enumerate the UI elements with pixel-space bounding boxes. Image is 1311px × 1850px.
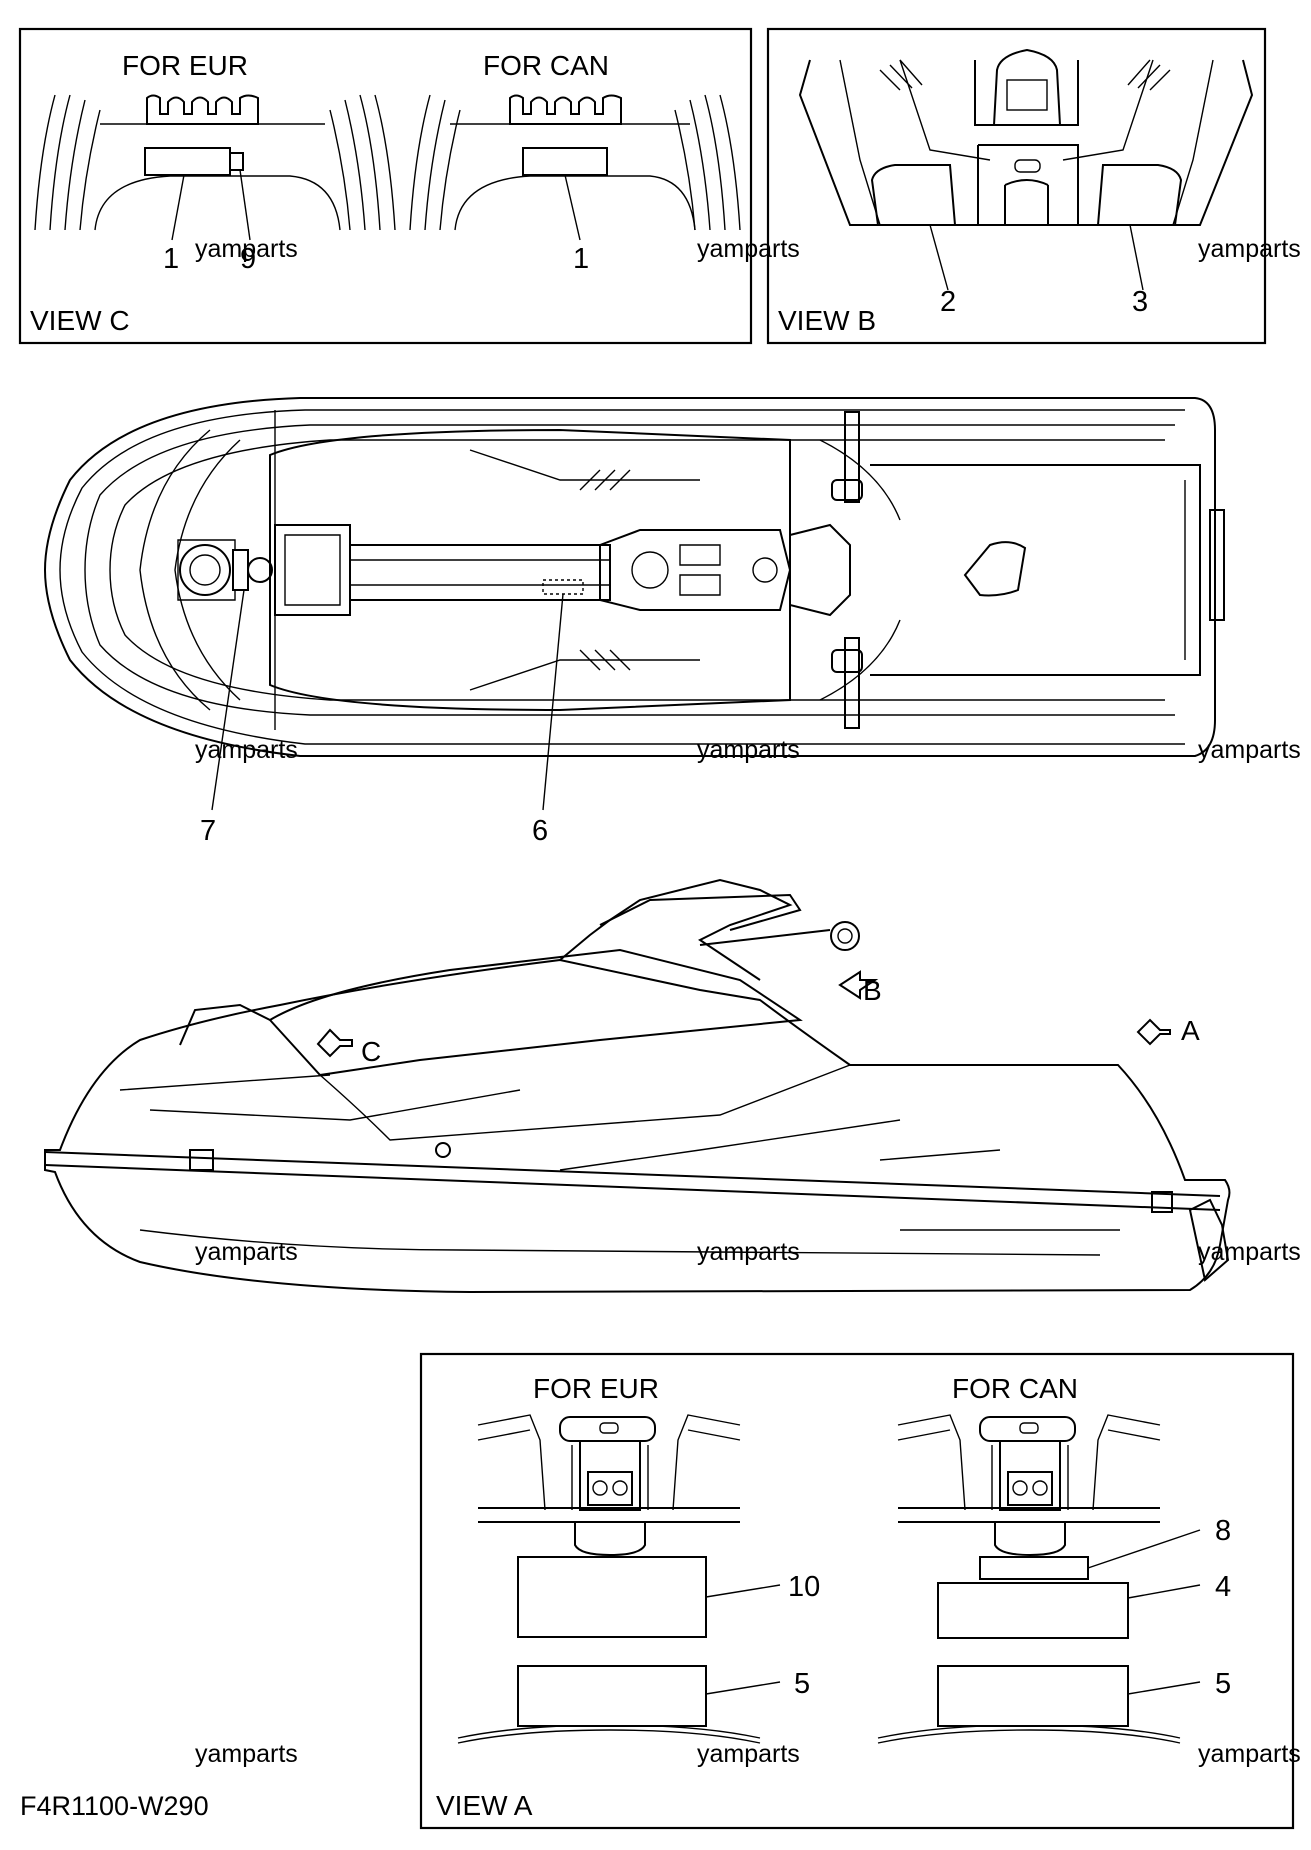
watermark: yamparts xyxy=(697,235,800,263)
view-a-can-label-5 xyxy=(937,1665,1129,1727)
watermark: yamparts xyxy=(195,1238,298,1266)
view-a-heading-can: FOR CAN xyxy=(952,1373,1078,1404)
watermark: yamparts xyxy=(697,1740,800,1768)
top-view xyxy=(43,397,1225,811)
view-b-label-2 xyxy=(870,164,957,226)
view-a-panel: FOR EUR FOR CAN xyxy=(419,1352,1295,1830)
callout-9: 9 xyxy=(240,243,256,275)
view-a-eur-drawing xyxy=(457,1414,781,1744)
view-a-can-drawing xyxy=(877,1414,1201,1744)
view-b-panel: 2 3 VIEW B xyxy=(766,27,1267,345)
top-view-label-6 xyxy=(542,579,584,595)
view-a-title: VIEW A xyxy=(436,1790,533,1821)
watermark: yamparts xyxy=(195,235,298,263)
view-c-panel: FOR EUR FOR CAN xyxy=(18,27,753,345)
view-b-label-3 xyxy=(1096,164,1183,226)
callout-2: 2 xyxy=(940,286,956,318)
callout-6: 6 xyxy=(532,815,548,847)
watermark: yamparts xyxy=(1198,1238,1301,1266)
diagram-code: F4R1100-W290 xyxy=(20,1791,209,1821)
view-a-can-label-4 xyxy=(937,1582,1129,1639)
view-b-title: VIEW B xyxy=(778,305,876,336)
watermark: yamparts xyxy=(697,1238,800,1266)
callout-5-eur: 5 xyxy=(794,1668,810,1700)
callout-8: 8 xyxy=(1215,1515,1231,1547)
view-b-drawing xyxy=(798,48,1254,291)
side-view xyxy=(44,878,1231,1294)
view-a-frame xyxy=(419,1352,1295,1830)
view-a-can-label-8 xyxy=(979,1556,1089,1580)
callout-3: 3 xyxy=(1132,286,1148,318)
view-c-heading-can: FOR CAN xyxy=(483,50,609,81)
view-c-eur-label-1 xyxy=(144,147,231,176)
view-c-eur-drawing xyxy=(34,94,396,241)
callout-7: 7 xyxy=(200,815,216,847)
callout-1-eur: 1 xyxy=(163,243,179,275)
view-c-can-drawing xyxy=(409,94,741,241)
view-c-heading-eur: FOR EUR xyxy=(122,50,248,81)
view-a-eur-label-5 xyxy=(517,1665,707,1727)
arrow-label-c: C xyxy=(361,1036,381,1067)
watermarks: yamparts yamparts yamparts yamparts yamp… xyxy=(195,235,1301,1768)
watermark: yamparts xyxy=(1198,1740,1301,1768)
arrow-label-a: A xyxy=(1181,1015,1200,1046)
view-c-title: VIEW C xyxy=(30,305,130,336)
view-c-eur-label-9 xyxy=(229,152,244,171)
watermark: yamparts xyxy=(195,1740,298,1768)
arrow-label-b: B xyxy=(863,975,882,1006)
callout-5-can: 5 xyxy=(1215,1668,1231,1700)
callout-10: 10 xyxy=(788,1571,820,1603)
top-view-label-7 xyxy=(232,549,249,591)
view-c-frame xyxy=(18,27,753,345)
watermark: yamparts xyxy=(1198,235,1301,263)
watermark: yamparts xyxy=(697,736,800,764)
callout-1-can: 1 xyxy=(573,243,589,275)
callout-4: 4 xyxy=(1215,1571,1231,1603)
view-a-eur-label-10 xyxy=(517,1556,707,1638)
view-c-can-label-1 xyxy=(522,147,608,176)
view-b-frame xyxy=(766,27,1267,345)
watermark: yamparts xyxy=(1198,736,1301,764)
watermark: yamparts xyxy=(195,736,298,764)
view-a-heading-eur: FOR EUR xyxy=(533,1373,659,1404)
